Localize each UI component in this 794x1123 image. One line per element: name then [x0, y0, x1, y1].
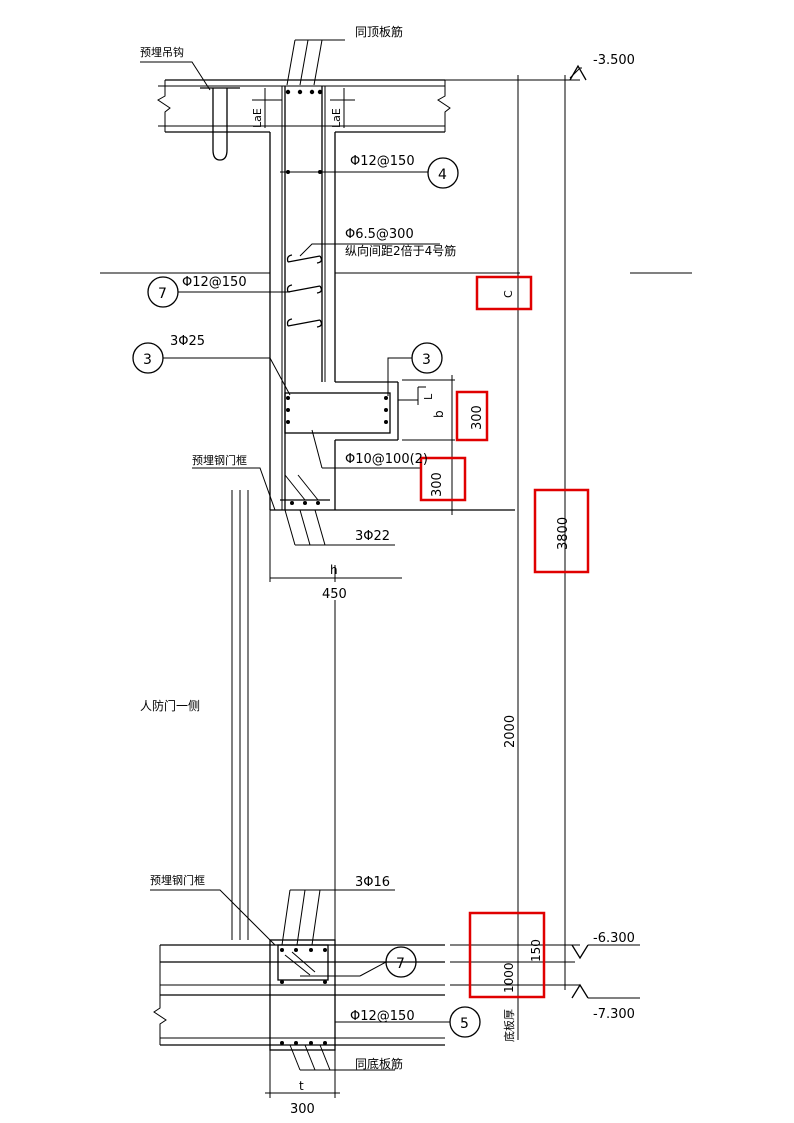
label-dim-b: b: [432, 410, 446, 418]
marker-7-top: 7: [158, 286, 167, 302]
bottom-door-frame: [150, 889, 395, 1098]
label-dim-300-bottom: 300: [290, 1102, 315, 1117]
label-elev-mid: -6.300: [593, 931, 635, 946]
highlight-150-1000: [468, 911, 546, 999]
marker-3-left: 3: [143, 352, 152, 368]
top-rebar-leader: [286, 39, 345, 86]
rebar-4-callout: [285, 157, 459, 189]
tie-rebars: [286, 243, 440, 328]
label-dim-2000: 2000: [503, 715, 518, 748]
label-lae-left: LaE: [251, 108, 264, 128]
label-lae-right: LaE: [330, 108, 343, 128]
highlight-300-b: [419, 456, 467, 502]
label-embedded-frame-top: 预埋钢门框: [192, 453, 247, 467]
label-rebar-3phi22: 3Φ22: [355, 529, 390, 544]
marker-5: 5: [460, 1016, 469, 1032]
label-elev-top: -3.500: [593, 53, 635, 68]
label-rebar-3-top: 3Φ25: [170, 334, 205, 349]
label-dim-l: L: [422, 393, 435, 400]
rebar-5-callout: [335, 1006, 481, 1038]
marker-4: 4: [438, 167, 447, 183]
wall: [269, 86, 336, 510]
label-dim-450: 450: [322, 587, 347, 602]
elevation-markers-bottom: [571, 944, 640, 999]
lae-dimensions: [252, 88, 355, 128]
top-slab: [157, 79, 451, 133]
label-dim-t: t: [299, 1079, 304, 1093]
label-tie-note: 纵向间距2倍于4号筋: [345, 243, 456, 258]
label-bottom-rebar: Φ12@150: [350, 1009, 415, 1024]
rebar-3-right-callout: [387, 342, 443, 396]
rebar-7-top-callout: [147, 276, 290, 308]
door-frame-top: [192, 467, 515, 546]
label-dim-300-a: 300: [470, 405, 485, 430]
rebar-7-bottom-callout: [300, 946, 417, 978]
label-tie-rebar: Φ6.5@300: [345, 227, 414, 242]
highlight-3800: [533, 488, 590, 574]
label-same-slab-rebar-bottom: 同底板筋: [355, 1056, 403, 1071]
embedded-hook: [140, 61, 240, 161]
label-wall-rebar-4: Φ12@150: [350, 154, 415, 169]
marker-7-bottom: 7: [396, 956, 405, 972]
label-dim-3800: 3800: [556, 517, 571, 550]
bottom-slab: [153, 944, 580, 1046]
label-dim-1000: 1000: [502, 962, 516, 993]
door-opening: [231, 490, 336, 940]
label-civil-door-side: 人防门一侧: [140, 698, 200, 713]
label-rebar-7-top: Φ12@150: [182, 275, 247, 290]
rebar-3-left-callout: [132, 342, 291, 396]
label-elev-bottom: -7.300: [593, 1007, 635, 1022]
label-dim-150: 150: [529, 939, 543, 962]
wall-width-dimension: [269, 510, 402, 582]
label-dim-300-b: 300: [430, 472, 445, 497]
highlight-cut-c: [475, 275, 533, 311]
label-dim-h: h: [330, 563, 338, 577]
label-embedded-frame-bottom: 预埋钢门框: [150, 873, 205, 887]
label-stirrup: Φ10@100(2): [345, 452, 428, 467]
label-embedded-hook: 预埋吊钩: [140, 45, 184, 59]
right-dimension-lines: [445, 64, 587, 1040]
label-same-slab-rebar-top: 同顶板筋: [355, 24, 403, 39]
label-bottom-slab-thickness: 底板厚: [502, 1009, 516, 1042]
highlight-boxes: [419, 275, 590, 999]
label-rebar-3phi16: 3Φ16: [355, 875, 390, 890]
bottom-rebar-leader: [289, 1044, 395, 1071]
highlight-300-a: [455, 390, 489, 442]
label-cut-c: C: [502, 290, 515, 298]
marker-3-right: 3: [422, 352, 431, 368]
